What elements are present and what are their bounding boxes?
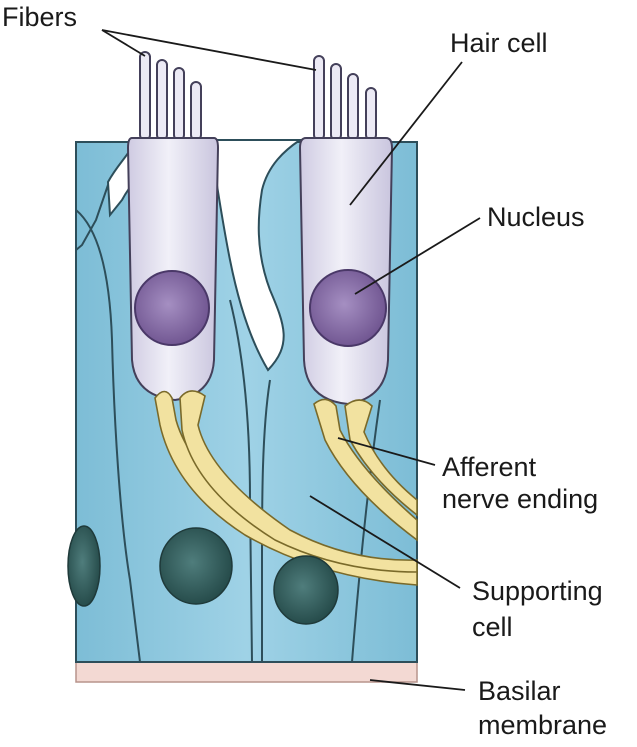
hair-cell-1 bbox=[126, 137, 220, 402]
support-cell-boundary-1 bbox=[75, 209, 141, 663]
leader-nucleus bbox=[354, 217, 481, 295]
hair-cell-2-nucleus bbox=[309, 269, 387, 347]
leader-lines bbox=[101, 29, 481, 691]
label-basilar-line2: membrane bbox=[478, 710, 608, 740]
extracellular-space-middle bbox=[208, 139, 304, 372]
support-cell-boundary-4 bbox=[351, 399, 381, 663]
support-cell-nucleus-2 bbox=[159, 527, 233, 605]
leader-fibers-2 bbox=[101, 29, 317, 71]
support-cell-nucleus-3 bbox=[273, 555, 339, 625]
leader-hair-cell bbox=[349, 61, 463, 206]
hair-cell-1-nucleus bbox=[134, 270, 210, 346]
leader-basilar bbox=[369, 679, 466, 691]
label-hair-cell: Hair cell bbox=[450, 28, 548, 58]
label-supporting-line2: cell bbox=[472, 612, 513, 642]
label-basilar-line1: Basilar bbox=[478, 676, 561, 706]
label-nucleus: Nucleus bbox=[487, 202, 585, 232]
basilar-membrane bbox=[75, 659, 418, 683]
label-fibers: Fibers bbox=[2, 2, 78, 32]
leader-supporting bbox=[309, 495, 461, 589]
fibers-cell-2 bbox=[313, 55, 377, 141]
support-cell-boundary-3 bbox=[261, 379, 271, 662]
leader-fibers-1 bbox=[101, 29, 146, 57]
support-cell-nucleus-1 bbox=[67, 525, 101, 607]
support-cell-boundary-2 bbox=[229, 299, 253, 663]
afferent-nerve-endings bbox=[154, 390, 418, 586]
fibers-cell-1 bbox=[139, 51, 202, 141]
label-afferent-line1: Afferent bbox=[442, 452, 537, 482]
label-afferent-line2: nerve ending bbox=[442, 484, 599, 514]
label-supporting-line1: Supporting bbox=[472, 576, 603, 606]
leader-afferent bbox=[337, 437, 436, 466]
